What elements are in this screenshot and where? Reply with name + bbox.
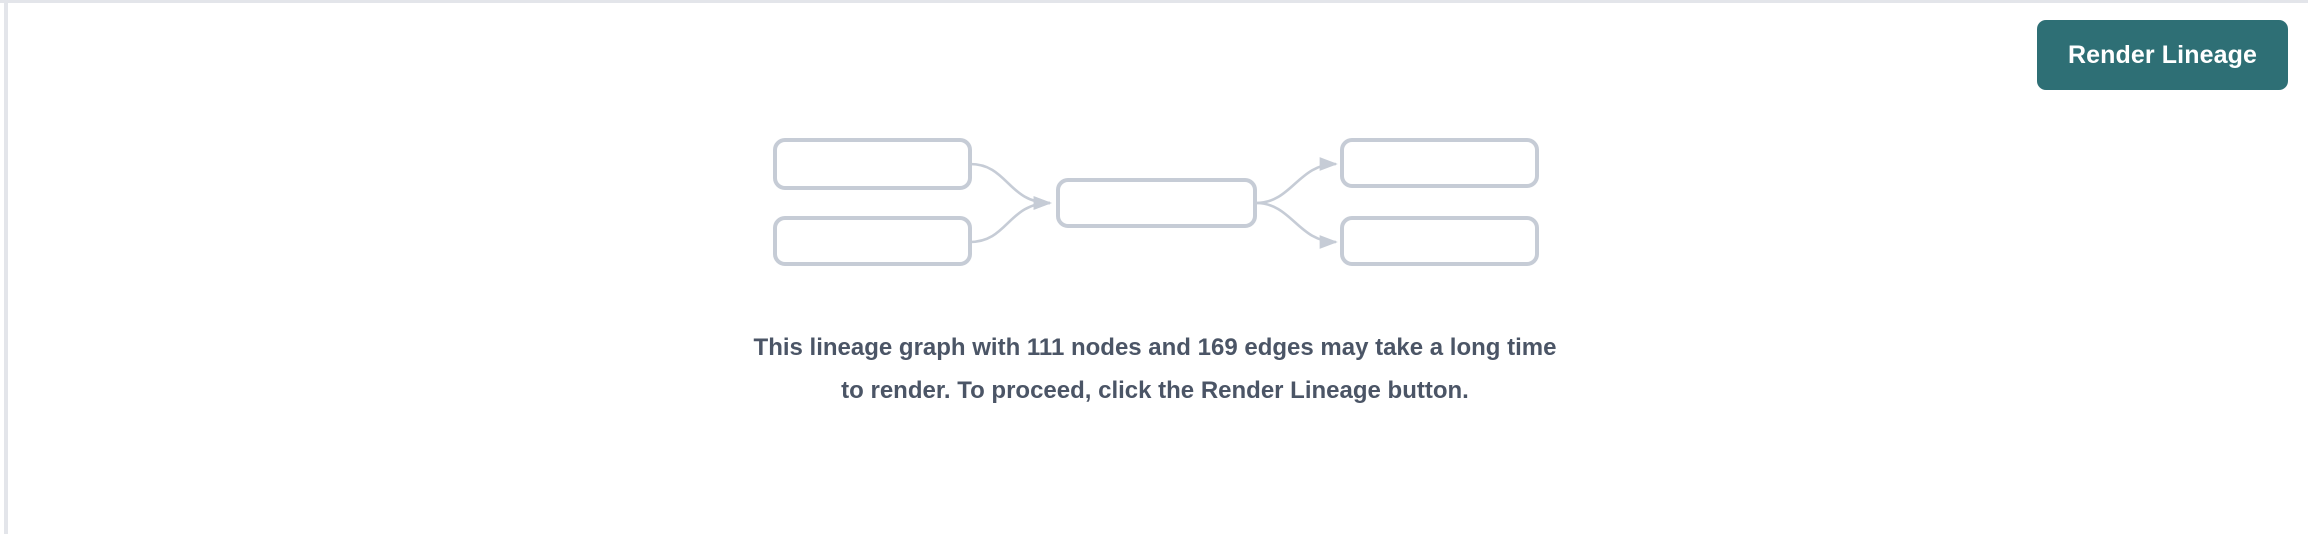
lineage-node <box>1340 138 1539 188</box>
render-lineage-button[interactable]: Render Lineage <box>2037 20 2288 90</box>
lineage-edge <box>969 196 1052 244</box>
lineage-node <box>1340 216 1539 266</box>
panel-top-divider <box>0 0 2308 3</box>
lineage-edge <box>1255 201 1338 249</box>
lineage-render-warning-message: This lineage graph with 111 nodes and 16… <box>753 334 1557 404</box>
lineage-edge <box>1255 157 1338 205</box>
lineage-edge <box>969 162 1052 210</box>
lineage-node <box>1056 178 1257 228</box>
lineage-graph-placeholder <box>740 120 1570 280</box>
panel-left-divider <box>4 3 8 534</box>
lineage-node <box>773 138 972 190</box>
lineage-node <box>773 216 972 266</box>
render-lineage-button-label: Render Lineage <box>2068 40 2257 69</box>
